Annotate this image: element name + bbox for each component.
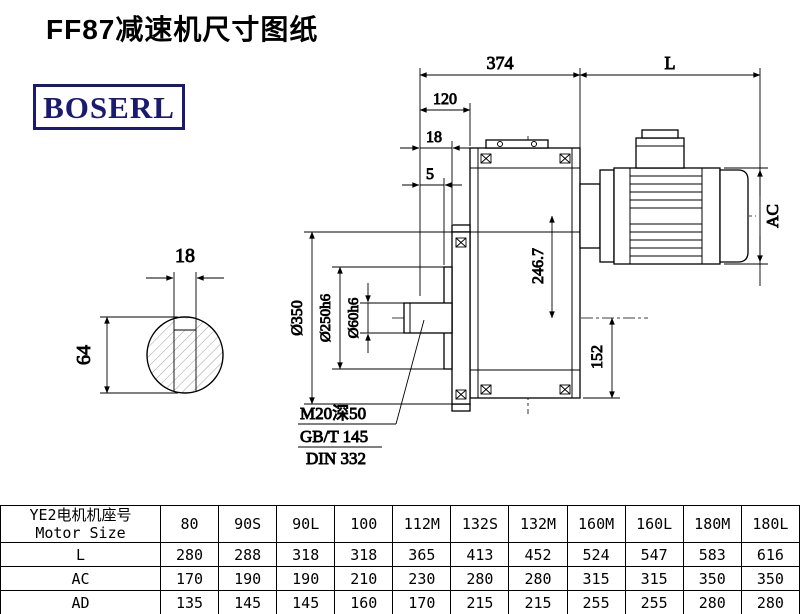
dia-60-label: Ø60h6 bbox=[346, 297, 362, 338]
cell: 255 bbox=[566, 590, 626, 614]
key-height-label: 64 bbox=[73, 345, 95, 365]
cell: 524 bbox=[566, 542, 626, 567]
cell: 280 bbox=[740, 590, 800, 614]
dim-246-7-label: 246.7 bbox=[530, 248, 547, 284]
dim-152: 152 bbox=[583, 317, 620, 399]
dim-dia-60: Ø60h6 bbox=[346, 283, 404, 353]
cell: 318 bbox=[334, 542, 394, 567]
dim-18-label: 18 bbox=[426, 129, 442, 146]
cell: 255 bbox=[624, 590, 684, 614]
cell: 318 bbox=[276, 542, 336, 567]
dim-dia-350: Ø350 bbox=[289, 231, 452, 405]
cell: 230 bbox=[392, 566, 452, 591]
cell: 583 bbox=[682, 542, 742, 567]
table-row: AC 170 190 190 210 230 280 280 315 315 3… bbox=[0, 566, 800, 591]
dim-AC-label: AC bbox=[763, 204, 782, 228]
cell: 616 bbox=[740, 542, 800, 567]
cell: 135 bbox=[159, 590, 220, 614]
dim-key-width: 18 bbox=[146, 245, 224, 281]
motor-size-header: YE2电机机座号 Motor Size bbox=[0, 505, 161, 543]
cell: 280 bbox=[508, 566, 568, 591]
note-din-label: DIN 332 bbox=[306, 449, 366, 468]
row-label: L bbox=[0, 542, 161, 567]
col-header: 90S bbox=[218, 505, 278, 543]
technical-drawing: 18 64 bbox=[73, 53, 783, 469]
dim-374: 374 bbox=[419, 53, 581, 296]
terminal-box bbox=[635, 129, 685, 169]
cell: 210 bbox=[334, 566, 394, 591]
key-width-label: 18 bbox=[175, 245, 195, 267]
cell: 215 bbox=[508, 590, 568, 614]
col-header: 132M bbox=[508, 505, 568, 543]
dia-350-label: Ø350 bbox=[289, 300, 306, 336]
table-row: L 280 288 318 318 365 413 452 524 547 58… bbox=[0, 542, 800, 567]
col-header: 100 bbox=[334, 505, 394, 543]
motor-size-header-en: Motor Size bbox=[35, 524, 126, 542]
dim-152-label: 152 bbox=[589, 345, 606, 369]
cell: 190 bbox=[276, 566, 336, 591]
cell: 288 bbox=[218, 542, 278, 567]
dimension-table: YE2电机机座号 Motor Size 80 90S 90L 100 112M … bbox=[0, 505, 800, 614]
dim-5: 5 bbox=[402, 166, 462, 265]
cell: 145 bbox=[276, 590, 336, 614]
cell: 315 bbox=[566, 566, 626, 591]
cell: 280 bbox=[159, 542, 220, 567]
motor-fins bbox=[630, 175, 702, 257]
cell: 547 bbox=[624, 542, 684, 567]
dim-374-label: 374 bbox=[487, 53, 514, 73]
col-header: 132S bbox=[450, 505, 510, 543]
col-header: 160M bbox=[566, 505, 626, 543]
table-row: AD 135 145 145 160 170 215 215 255 255 2… bbox=[0, 590, 800, 614]
motor-adapter bbox=[579, 169, 615, 263]
col-header: 180M bbox=[682, 505, 742, 543]
shaft-cross-section bbox=[146, 272, 224, 394]
dia-250-label: Ø250h6 bbox=[318, 293, 334, 342]
col-header: 80 bbox=[159, 505, 220, 543]
dim-dia-250: Ø250h6 bbox=[318, 266, 444, 370]
cell: 452 bbox=[508, 542, 568, 567]
output-shaft bbox=[403, 302, 453, 334]
cell: 315 bbox=[624, 566, 684, 591]
brand-logo: BOSERL bbox=[33, 84, 185, 130]
tapped-hole-note: M20深50 GB/T 145 DIN 332 bbox=[298, 319, 425, 468]
dim-5-label: 5 bbox=[426, 166, 434, 183]
motor-size-header-cn: YE2电机机座号 bbox=[29, 506, 132, 524]
col-header: 160L bbox=[624, 505, 684, 543]
col-header: 90L bbox=[276, 505, 336, 543]
col-header: 180L bbox=[740, 505, 800, 543]
cell: 280 bbox=[450, 566, 510, 591]
cell: 365 bbox=[392, 542, 452, 567]
row-label: AD bbox=[0, 590, 161, 614]
dim-120: 120 bbox=[419, 91, 471, 146]
dim-246-7: 246.7 bbox=[530, 215, 555, 319]
dim-18: 18 bbox=[400, 129, 472, 224]
motor bbox=[613, 129, 749, 265]
dim-AC: AC bbox=[724, 167, 782, 265]
cell: 160 bbox=[334, 590, 394, 614]
cell: 170 bbox=[159, 566, 220, 591]
cell: 145 bbox=[218, 590, 278, 614]
cell: 190 bbox=[218, 566, 278, 591]
cell: 350 bbox=[682, 566, 742, 591]
dim-L-label: L bbox=[665, 53, 676, 73]
cell: 413 bbox=[450, 542, 510, 567]
gearbox-housing bbox=[469, 139, 581, 399]
cell: 280 bbox=[682, 590, 742, 614]
cell: 170 bbox=[392, 590, 452, 614]
row-label: AC bbox=[0, 566, 161, 591]
cell: 215 bbox=[450, 590, 510, 614]
note-gb-label: GB/T 145 bbox=[300, 427, 368, 446]
dim-key-height: 64 bbox=[73, 316, 178, 394]
note-tap-label: M20深50 bbox=[300, 404, 366, 423]
cell: 350 bbox=[740, 566, 800, 591]
col-header: 112M bbox=[392, 505, 452, 543]
dim-120-label: 120 bbox=[433, 91, 457, 108]
table-header-row: YE2电机机座号 Motor Size 80 90S 90L 100 112M … bbox=[0, 505, 800, 543]
page-title: FF87减速机尺寸图纸 bbox=[46, 14, 319, 45]
fan-cowl bbox=[719, 169, 749, 263]
brand-text: BOSERL bbox=[43, 89, 175, 125]
